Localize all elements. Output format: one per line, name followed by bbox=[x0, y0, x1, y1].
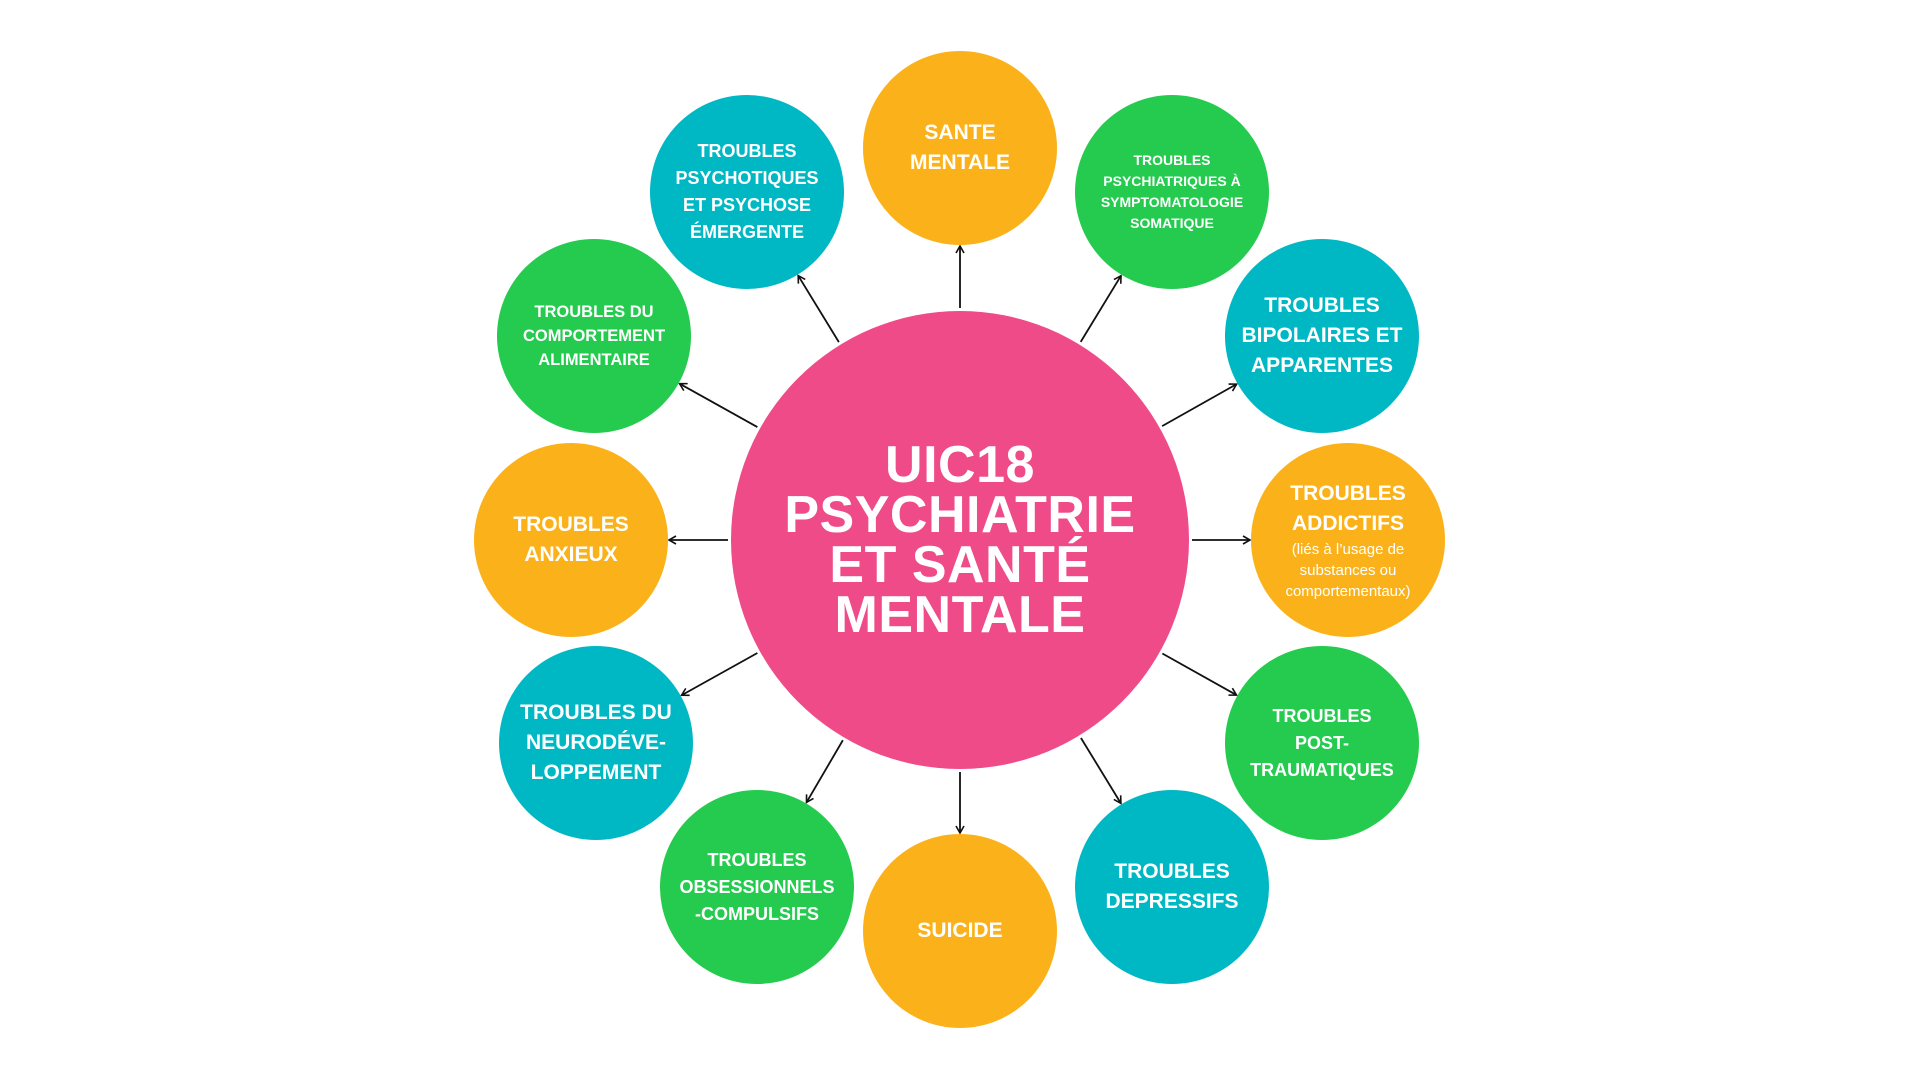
topic-label-line: ÉMERGENTE bbox=[689, 222, 804, 242]
topic-label-line: TROUBLES bbox=[1114, 860, 1230, 883]
topic-label-line: SYMPTOMATOLOGIE bbox=[1100, 194, 1244, 210]
arrow-troubles-obsessionnels-compulsifs bbox=[805, 739, 844, 804]
topic-label-line: TROUBLES bbox=[1133, 152, 1211, 168]
arrow-troubles-psychotiques bbox=[797, 274, 840, 343]
topic-label-line: TROUBLES bbox=[513, 513, 629, 536]
topic-label-line: TROUBLES bbox=[1290, 481, 1406, 505]
topic-subtitle-line: substances ou bbox=[1299, 561, 1397, 579]
topic-label-line: PSYCHIATRIQUES À bbox=[1103, 173, 1241, 189]
topic-label-line: NEURODÉVE- bbox=[525, 731, 667, 754]
topic-label-line: -COMPULSIFS bbox=[695, 903, 819, 924]
central-title-line: PSYCHIATRIE bbox=[784, 486, 1136, 544]
arrow-troubles-neurodeveloppement bbox=[680, 652, 758, 697]
arrow-troubles-bipolaires bbox=[1161, 383, 1239, 427]
topic-circle-troubles-comportement-alimentaire: TROUBLES DU COMPORTEMENT ALIMENTAIRE bbox=[497, 239, 691, 433]
topic-label-line: BIPOLAIRES ET bbox=[1241, 324, 1403, 347]
topic-circle-troubles-psychiatriques-somatique: TROUBLES PSYCHIATRIQUES À SYMPTOMATOLOGIE S… bbox=[1075, 95, 1269, 289]
topic-circle-troubles-anxieux: TROUBLES ANXIEUX bbox=[474, 443, 668, 637]
topic-subtitle-line: (liés à l’usage de bbox=[1291, 540, 1405, 558]
topic-label-line: SANTE bbox=[924, 121, 996, 144]
topic-label-line: LOPPEMENT bbox=[530, 761, 662, 784]
topic-label-line: DEPRESSIFS bbox=[1105, 890, 1239, 913]
topic-circle-suicide: SUICIDE bbox=[863, 834, 1057, 1028]
topic-label-line: SOMATIQUE bbox=[1130, 215, 1214, 231]
topic-label-line: TROUBLES DU bbox=[534, 303, 654, 321]
topic-circle-troubles-psychotiques: TROUBLES PSYCHOTIQUES ET PSYCHOSE ÉMERGENTE bbox=[650, 95, 844, 289]
topic-label-line: ET PSYCHOSE bbox=[682, 195, 812, 215]
topic-circle-troubles-bipolaires: TROUBLES BIPOLAIRES ET APPARENTES bbox=[1225, 239, 1419, 433]
arrow-troubles-psychiatriques-somatique bbox=[1079, 274, 1122, 343]
arrow-troubles-depressifs bbox=[1080, 737, 1122, 805]
topic-label-line: TRAUMATIQUES bbox=[1250, 759, 1394, 780]
topic-circle-troubles-depressifs: TROUBLES DEPRESSIFS bbox=[1075, 790, 1269, 984]
topic-circle-troubles-obsessionnels-compulsifs: TROUBLES OBSESSIONNELS -COMPULSIFS bbox=[660, 790, 854, 984]
topic-circle-sante-mentale: SANTE MENTALE bbox=[863, 51, 1057, 245]
topic-label-line: OBSESSIONNELS bbox=[679, 876, 835, 897]
topic-label-line: ANXIEUX bbox=[524, 543, 618, 566]
topic-circle-troubles-post-traumatiques: TROUBLES POST- TRAUMATIQUES bbox=[1225, 646, 1419, 840]
topic-label-line: APPARENTES bbox=[1251, 354, 1393, 377]
topic-label-line: TROUBLES bbox=[697, 141, 797, 161]
arrow-troubles-post-traumatiques bbox=[1161, 652, 1238, 696]
topic-subtitle-line: comportementaux) bbox=[1285, 582, 1411, 600]
topic-label-line: SUICIDE bbox=[917, 919, 1003, 942]
topic-label-line: TROUBLES bbox=[1264, 294, 1380, 317]
topic-label-line: MENTALE bbox=[910, 151, 1010, 174]
topic-label-line: TROUBLES bbox=[707, 849, 807, 870]
topic-circle-troubles-addictifs: TROUBLES ADDICTIFS (liés à l’usage de subst… bbox=[1251, 443, 1445, 637]
topic-label-line: ALIMENTAIRE bbox=[538, 351, 650, 369]
topic-label-line: PSYCHOTIQUES bbox=[675, 168, 819, 188]
topic-label-line: TROUBLES DU bbox=[520, 701, 672, 724]
topic-label-line: TROUBLES bbox=[1272, 705, 1372, 726]
topic-label-line: ADDICTIFS bbox=[1292, 511, 1404, 535]
topic-label-line: COMPORTEMENT bbox=[522, 327, 666, 345]
topic-label-line: POST- bbox=[1294, 732, 1349, 753]
central-title-line: UIC18 bbox=[885, 436, 1035, 494]
arrow-troubles-comportement-alimentaire bbox=[678, 382, 758, 428]
central-title-line: ET SANTÉ bbox=[829, 536, 1091, 594]
topic-circle-troubles-neurodeveloppement: TROUBLES DU NEURODÉVE- LOPPEMENT bbox=[499, 646, 693, 840]
central-title-line: MENTALE bbox=[834, 586, 1086, 644]
